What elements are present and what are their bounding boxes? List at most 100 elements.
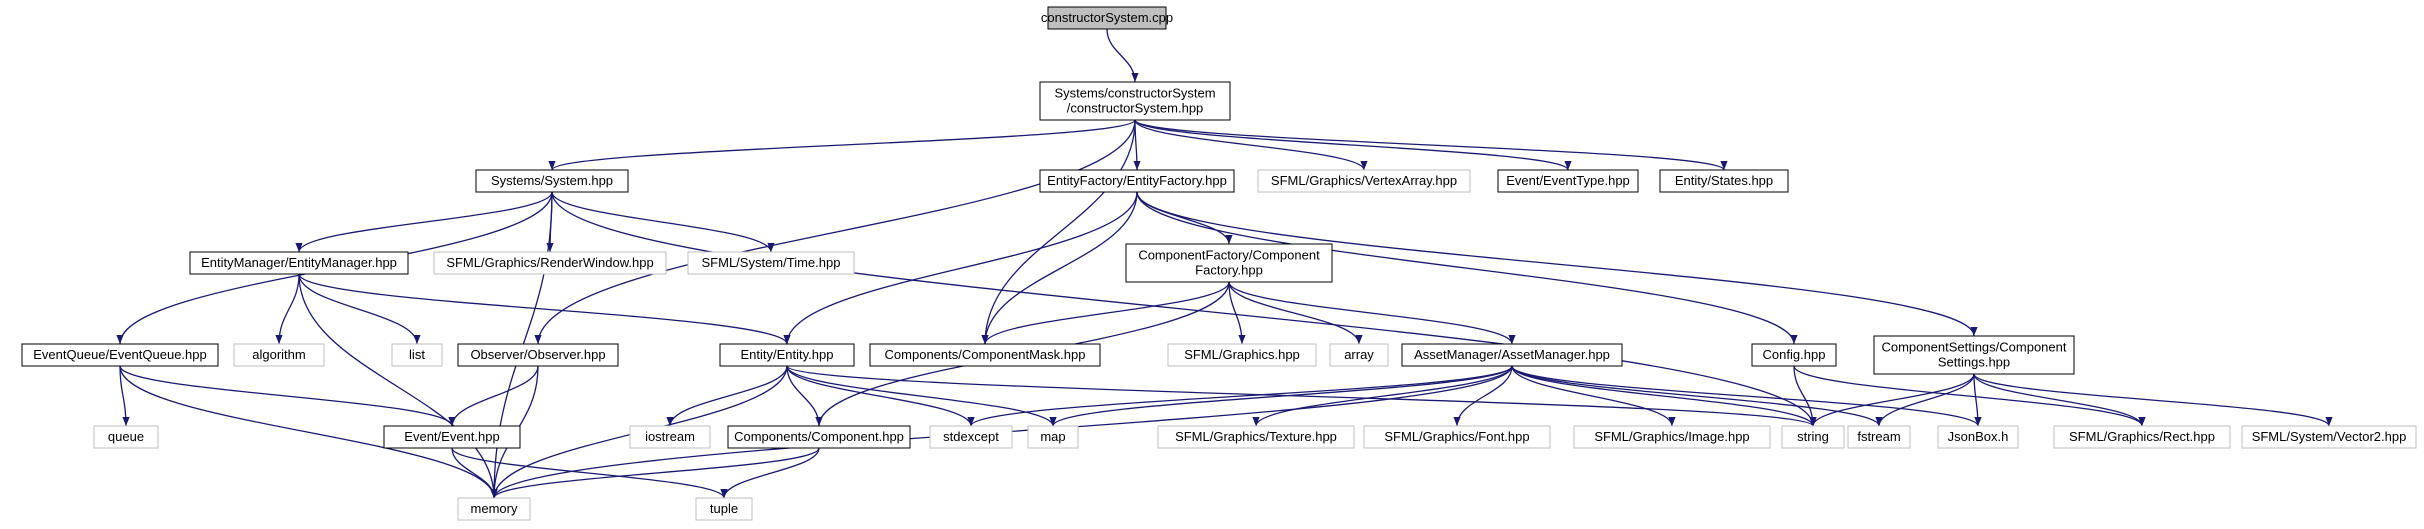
node-box-system_hpp: [475, 169, 629, 193]
edge-componentsettings-to-rect: [1973, 373, 2146, 427]
node-box-fstream: [1847, 425, 1911, 449]
node-label-entitymanager: EntityManager/EntityManager.hpp: [201, 255, 397, 270]
node-box-stdexcept: [929, 425, 1013, 449]
node-label-memory: memory: [471, 501, 518, 516]
node-entitymanager[interactable]: EntityManager/EntityManager.hpp: [189, 251, 409, 275]
node-box-array: [1329, 343, 1389, 367]
node-label-tuple: tuple: [710, 501, 738, 516]
edge-componentsettings-to-jsonbox: [1973, 373, 1982, 427]
edge-componentsettings-to-string: [1809, 373, 1975, 427]
node-label-states: Entity/States.hpp: [1675, 173, 1773, 188]
edge-entityfactory-to-config: [1136, 191, 1798, 345]
edge-assetmanager-to-image: [1511, 365, 1676, 427]
edge-config-to-rect: [1793, 365, 2146, 427]
node-config[interactable]: Config.hpp: [1751, 343, 1837, 367]
node-assetmanager[interactable]: AssetManager/AssetManager.hpp: [1401, 343, 1623, 367]
edge-assetmanager-to-jsonbox: [1511, 365, 1982, 427]
node-root[interactable]: constructorSystem.cpp: [1041, 6, 1173, 30]
node-label-eventqueue: EventQueue/EventQueue.hpp: [33, 347, 206, 362]
node-memory: memory: [457, 497, 531, 521]
node-box-eventtype: [1497, 169, 1639, 193]
node-states[interactable]: Entity/States.hpp: [1659, 169, 1789, 193]
node-cs_hpp[interactable]: Systems/constructorSystem/constructorSys…: [1039, 81, 1231, 121]
node-box-componentmask: [869, 343, 1101, 367]
node-label-entityfactory: EntityFactory/EntityFactory.hpp: [1047, 173, 1227, 188]
node-system_hpp[interactable]: Systems/System.hpp: [475, 169, 629, 193]
node-label-system_hpp: Systems/System.hpp: [491, 173, 613, 188]
edge-entity-to-stdexcept: [786, 365, 975, 427]
node-label-componentsettings: Settings.hpp: [1938, 355, 2010, 370]
node-time: SFML/System/Time.hpp: [687, 251, 855, 275]
node-vertexarray: SFML/Graphics/VertexArray.hpp: [1257, 169, 1471, 193]
node-label-string: string: [1797, 429, 1829, 444]
node-box-time: [687, 251, 855, 275]
node-event[interactable]: Event/Event.hpp: [383, 425, 521, 449]
node-box-eventqueue: [21, 343, 219, 367]
node-label-eventtype: Event/EventType.hpp: [1506, 173, 1630, 188]
node-box-config: [1751, 343, 1837, 367]
node-label-event: Event/Event.hpp: [404, 429, 499, 444]
node-box-root: [1047, 6, 1167, 30]
node-entityfactory[interactable]: EntityFactory/EntityFactory.hpp: [1039, 169, 1235, 193]
node-box-component: [727, 425, 911, 449]
node-box-vertexarray: [1257, 169, 1471, 193]
edge-entity-to-map: [786, 365, 1057, 427]
edge-componentfactory-to-assetmanager: [1228, 281, 1516, 345]
node-box-font: [1363, 425, 1551, 449]
node-label-time: SFML/System/Time.hpp: [702, 255, 841, 270]
node-label-componentsettings: ComponentSettings/Component: [1881, 340, 2066, 355]
node-box-list: [391, 343, 443, 367]
node-component[interactable]: Components/Component.hpp: [727, 425, 911, 449]
node-componentmask[interactable]: Components/ComponentMask.hpp: [869, 343, 1101, 367]
node-observer[interactable]: Observer/Observer.hpp: [457, 343, 619, 367]
node-map: map: [1027, 425, 1079, 449]
edge-componentfactory-to-graphics: [1228, 281, 1246, 345]
node-label-algorithm: algorithm: [252, 347, 305, 362]
node-label-componentfactory: ComponentFactory/Component: [1138, 248, 1320, 263]
node-box-algorithm: [233, 343, 325, 367]
node-box-rect: [2053, 425, 2231, 449]
node-iostream: iostream: [629, 425, 711, 449]
node-box-componentsettings: [1873, 335, 2075, 375]
node-label-cs_hpp: Systems/constructorSystem: [1054, 86, 1215, 101]
node-box-memory: [457, 497, 531, 521]
node-label-componentmask: Components/ComponentMask.hpp: [885, 347, 1086, 362]
edge-entitymanager-to-list: [298, 273, 421, 345]
node-label-fstream: fstream: [1857, 429, 1900, 444]
node-label-stdexcept: stdexcept: [943, 429, 999, 444]
node-eventqueue[interactable]: EventQueue/EventQueue.hpp: [21, 343, 219, 367]
node-entity[interactable]: Entity/Entity.hpp: [719, 343, 855, 367]
node-eventtype[interactable]: Event/EventType.hpp: [1497, 169, 1639, 193]
node-box-states: [1659, 169, 1789, 193]
node-vector2: SFML/System/Vector2.hpp: [2241, 425, 2417, 449]
edge-entityfactory-to-componentsettings: [1136, 191, 1978, 337]
edge-cs_hpp-to-states: [1134, 119, 1728, 171]
edge-assetmanager-to-stdexcept: [967, 365, 1513, 427]
edge-eventqueue-to-memory: [119, 365, 498, 499]
node-box-entitymanager: [189, 251, 409, 275]
node-label-array: array: [1344, 347, 1374, 362]
node-queue: queue: [93, 425, 159, 449]
edge-assetmanager-to-map: [1049, 365, 1513, 427]
node-label-vertexarray: SFML/Graphics/VertexArray.hpp: [1271, 173, 1457, 188]
node-label-vector2: SFML/System/Vector2.hpp: [2252, 429, 2407, 444]
edge-entityfactory-to-componentmask: [981, 191, 1138, 345]
node-box-texture: [1157, 425, 1355, 449]
node-algorithm: algorithm: [233, 343, 325, 367]
node-label-cs_hpp: /constructorSystem.hpp: [1067, 101, 1204, 116]
edge-component-to-tuple: [720, 447, 820, 499]
node-componentsettings[interactable]: ComponentSettings/ComponentSettings.hpp: [1873, 335, 2075, 375]
node-box-assetmanager: [1401, 343, 1623, 367]
node-label-font: SFML/Graphics/Font.hpp: [1384, 429, 1529, 444]
edge-cs_hpp-to-system_hpp: [548, 119, 1136, 171]
node-label-map: map: [1040, 429, 1065, 444]
node-font: SFML/Graphics/Font.hpp: [1363, 425, 1551, 449]
edge-componentsettings-to-vector2: [1973, 373, 2333, 427]
edge-componentfactory-to-componentmask: [981, 281, 1230, 345]
edge-entitymanager-to-entity: [298, 273, 791, 345]
node-label-iostream: iostream: [645, 429, 695, 444]
node-box-tuple: [695, 497, 753, 521]
node-componentfactory[interactable]: ComponentFactory/ComponentFactory.hpp: [1125, 243, 1333, 283]
node-fstream: fstream: [1847, 425, 1911, 449]
node-label-rect: SFML/Graphics/Rect.hpp: [2069, 429, 2215, 444]
